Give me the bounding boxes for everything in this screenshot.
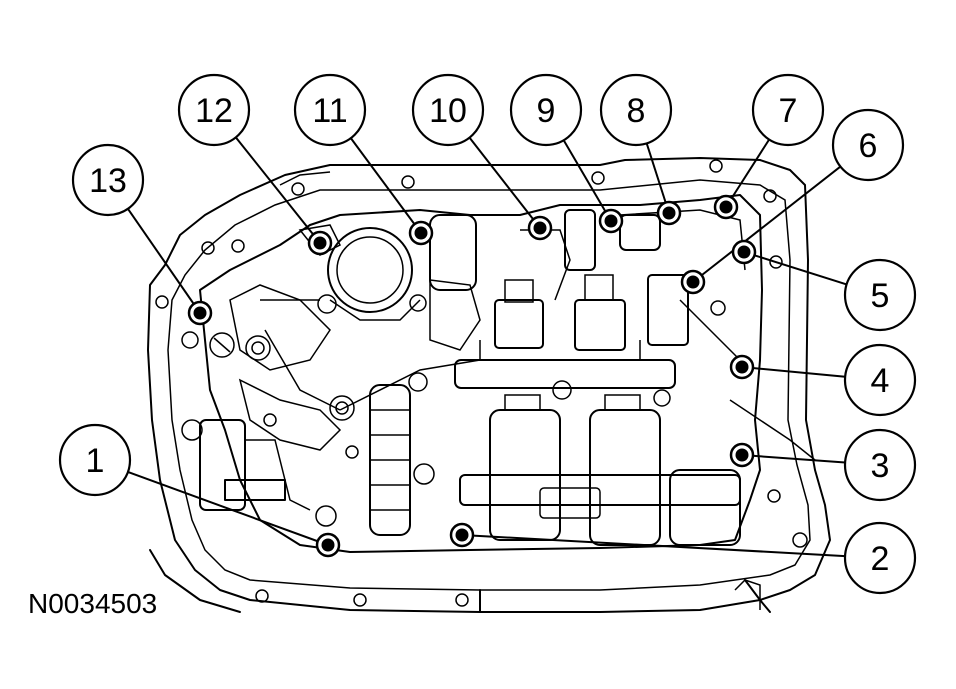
callout-number-2: 2	[871, 540, 890, 578]
callout-circle-6	[831, 108, 905, 182]
callout-13: 13	[71, 143, 145, 217]
bolt-12	[307, 230, 333, 256]
bolt-1	[315, 532, 341, 558]
leader-line-12	[235, 136, 321, 244]
callout-3: 3	[843, 428, 917, 502]
leader-line-2	[461, 534, 846, 558]
leader-line-9	[562, 139, 612, 222]
bolt-13	[187, 300, 213, 326]
callout-5: 5	[843, 258, 917, 332]
callout-number-4: 4	[871, 362, 890, 400]
callout-4: 4	[843, 343, 917, 417]
callout-2: 2	[843, 521, 917, 595]
bolt-3	[729, 442, 755, 468]
callout-11: 11	[293, 73, 367, 147]
leader-lines	[127, 136, 847, 558]
bolt-5	[731, 239, 757, 265]
bolt-2	[449, 522, 475, 548]
callout-circle-12	[177, 73, 251, 147]
callout-number-8: 8	[627, 92, 646, 130]
callout-circle-5	[843, 258, 917, 332]
callout-circle-11	[293, 73, 367, 147]
leader-line-3	[741, 454, 846, 464]
callout-6: 6	[831, 108, 905, 182]
leader-line-11	[350, 137, 422, 234]
callout-1: 1	[58, 423, 132, 497]
bolt-4	[729, 354, 755, 380]
callout-8: 8	[599, 73, 673, 147]
leader-line-10	[468, 136, 541, 229]
leader-line-1	[127, 471, 329, 546]
bolt-9	[598, 208, 624, 234]
callout-number-12: 12	[195, 92, 233, 130]
valve-body-bolts	[187, 194, 757, 558]
callout-7: 7	[751, 73, 825, 147]
callout-circle-8	[599, 73, 673, 147]
callout-circle-7	[751, 73, 825, 147]
callout-number-7: 7	[779, 92, 798, 130]
callout-number-11: 11	[312, 92, 347, 130]
callout-circle-3	[843, 428, 917, 502]
leader-line-5	[743, 251, 847, 286]
bolt-6	[680, 269, 706, 295]
solenoid-assemblies	[429, 209, 689, 389]
leader-line-6	[692, 165, 842, 283]
callout-circle-13	[71, 143, 145, 217]
callout-circle-1	[58, 423, 132, 497]
bolt-10	[527, 215, 553, 241]
bolt-7	[713, 194, 739, 220]
leader-line-13	[127, 208, 201, 314]
bolt-11	[408, 220, 434, 246]
case-bolt-holes	[155, 159, 808, 607]
callout-number-13: 13	[89, 162, 127, 200]
callout-number-3: 3	[871, 447, 890, 485]
callout-circle-4	[843, 343, 917, 417]
callout-10: 10	[411, 73, 485, 147]
callout-12: 12	[177, 73, 251, 147]
leader-line-7	[725, 138, 770, 208]
callout-number-1: 1	[86, 442, 105, 480]
leader-line-4	[741, 366, 846, 378]
figure-reference-code: N0034503	[28, 588, 157, 619]
callout-9: 9	[509, 73, 583, 147]
bolt-8	[656, 200, 682, 226]
callout-number-6: 6	[859, 127, 878, 165]
spool-valves	[199, 384, 816, 610]
callout-circle-9	[509, 73, 583, 147]
callout-number-9: 9	[537, 92, 556, 130]
callout-circle-2	[843, 521, 917, 595]
callout-number-10: 10	[429, 92, 467, 130]
callout-circle-10	[411, 73, 485, 147]
callout-number-5: 5	[871, 277, 890, 315]
